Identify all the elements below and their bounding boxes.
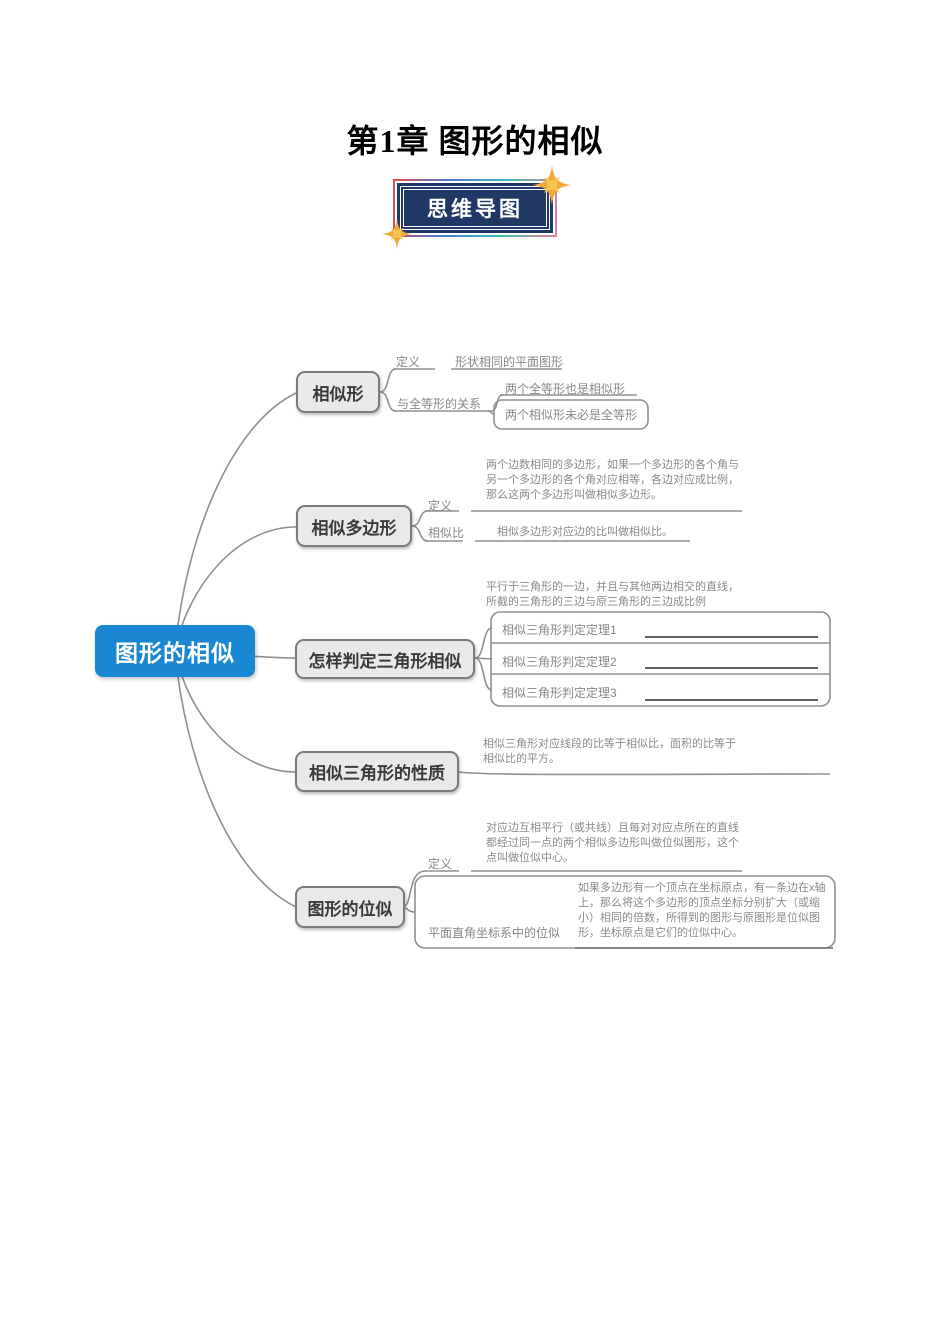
b1-relation-child1: 两个全等形也是相似形 (505, 382, 626, 396)
b1-def-text: 形状相同的平面图形 (455, 355, 564, 369)
b2-def-text: 两个边数相同的多边形，如果一个多边形的各个角与 另一个多边形的各个角对应相等，各… (486, 459, 739, 501)
b2-ratio-label: 相似比 (428, 526, 465, 540)
root-node: 图形的相似 (95, 625, 255, 677)
b3-intro-text: 平行于三角形的一边，并且与其他两边相交的直线， 所截的三角形的三边与原三角形的三… (486, 581, 739, 608)
b3-theorem-3: 相似三角形判定定理3 (502, 686, 617, 700)
b2-def-label: 定义 (428, 499, 453, 513)
b5-coord-label: 平面直角坐标系中的位似 (428, 926, 561, 940)
branch-triangle-similarity-criteria: 怎样判定三角形相似 (295, 639, 475, 679)
curve-root-b1 (174, 392, 297, 652)
star-icon (531, 164, 573, 206)
badge-label: 思维导图 (427, 198, 523, 221)
b4-property-text: 相似三角形对应线段的比等于相似比，面积的比等于 相似比的平方。 (483, 738, 736, 765)
b3-theorem-1: 相似三角形判定定理1 (502, 623, 617, 637)
branch-similar-triangle-properties: 相似三角形的性质 (295, 751, 459, 792)
b3-theorem-2: 相似三角形判定定理2 (502, 655, 617, 669)
branch-similar-polygons: 相似多边形 (296, 505, 412, 547)
branch-similar-shapes: 相似形 (296, 371, 380, 413)
star-icon (381, 218, 413, 250)
b1-def-label: 定义 (396, 355, 421, 369)
b2-ratio-text: 相似多边形对应边的比叫做相似比。 (497, 526, 673, 538)
b5-def-text: 对应边互相平行（或共线）且每对对应点所在的直线 都经过同一点的两个相似多边形叫做… (486, 822, 739, 864)
curve-root-b5 (174, 650, 297, 908)
b5-coord-text: 如果多边形有一个顶点在坐标原点，有一条边在x轴 上，那么将这个多边形的顶点坐标分… (578, 882, 826, 939)
page-title: 第1章 图形的相似 (346, 123, 604, 159)
branch-homothety: 图形的位似 (295, 886, 405, 928)
badge-panel: 思维导图 (397, 183, 553, 233)
mindmap-badge: 思维导图 (381, 164, 573, 250)
b1-relation-child2: 两个相似形未必是全等形 (504, 408, 637, 422)
badge-border: 思维导图 (393, 179, 557, 237)
b5-def-label: 定义 (428, 857, 453, 871)
b1-relation-label: 与全等形的关系 (397, 397, 482, 411)
